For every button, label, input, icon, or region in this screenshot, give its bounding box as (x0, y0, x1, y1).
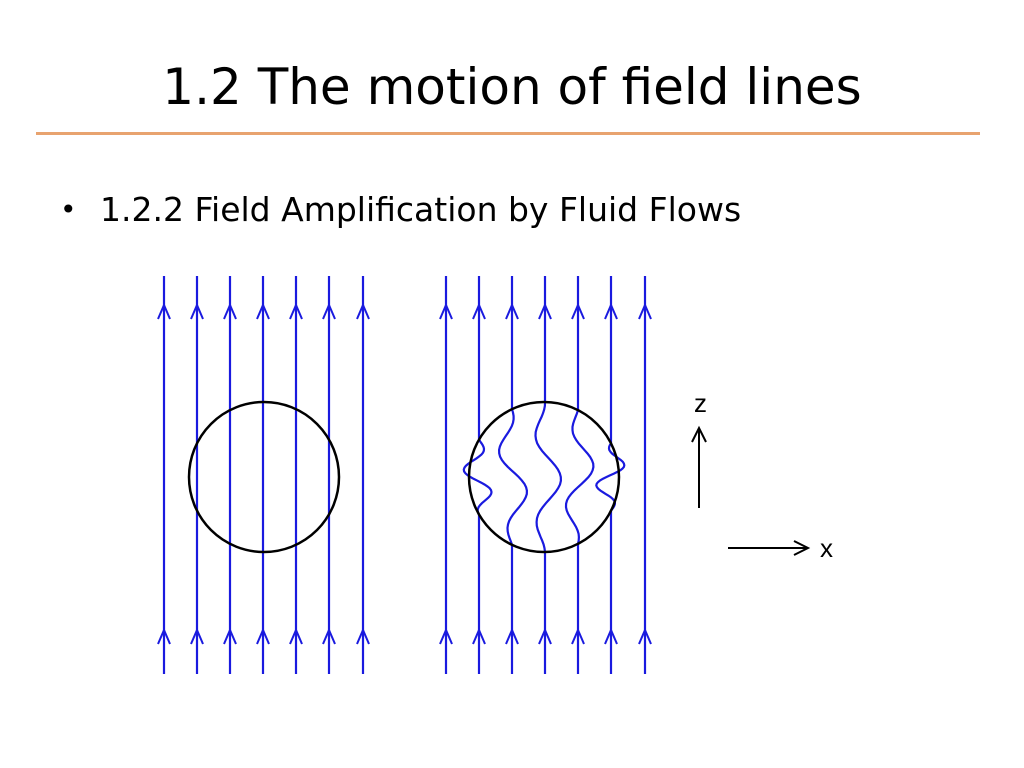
field-arrow-up-icon (356, 627, 370, 645)
z-axis-label: z (694, 388, 707, 418)
z-axis-arrowhead (691, 425, 707, 443)
coordinate-axes: z x (691, 388, 833, 563)
title-underline (36, 132, 980, 135)
field-arrow-up-icon (604, 627, 618, 645)
distorted-field-line (595, 442, 626, 512)
distorted-field-line (534, 401, 563, 553)
field-arrow-up-icon (256, 627, 270, 645)
field-arrow-up-icon (157, 627, 171, 645)
flow-region-circle (467, 400, 621, 554)
distorted-field-line (497, 408, 529, 546)
x-axis-label: x (820, 533, 833, 563)
field-arrow-up-icon (638, 302, 652, 320)
field-arrow-up-icon (322, 302, 336, 320)
bullet-item: • 1.2.2 Field Amplification by Fluid Flo… (60, 193, 741, 226)
field-arrow-up-icon (322, 627, 336, 645)
field-arrow-up-icon (289, 302, 303, 320)
distorted-field-line (564, 409, 595, 545)
field-arrow-up-icon (223, 627, 237, 645)
field-arrow-up-icon (289, 627, 303, 645)
distorted-field-line (462, 438, 493, 515)
slide-title: 1.2 The motion of field lines (162, 58, 862, 116)
field-arrow-up-icon (356, 302, 370, 320)
field-arrow-up-icon (439, 627, 453, 645)
bullet-text: 1.2.2 Field Amplification by Fluid Flows (100, 190, 742, 229)
field-arrow-up-icon (472, 302, 486, 320)
field-arrow-up-icon (538, 627, 552, 645)
field-arrow-up-icon (571, 302, 585, 320)
left-panel-uniform-field (157, 276, 370, 674)
field-arrow-up-icon (256, 302, 270, 320)
x-axis-arrowhead (793, 540, 811, 556)
field-arrow-up-icon (505, 302, 519, 320)
field-arrow-up-icon (472, 627, 486, 645)
field-arrow-up-icon (604, 302, 618, 320)
field-arrow-up-icon (505, 627, 519, 645)
field-arrow-up-icon (538, 302, 552, 320)
right-panel-distorted-field (439, 276, 652, 674)
field-arrow-up-icon (157, 302, 171, 320)
bullet-dot: • (60, 192, 77, 226)
flow-region-circle (187, 400, 341, 554)
field-arrow-up-icon (439, 302, 453, 320)
field-arrow-up-icon (571, 627, 585, 645)
field-arrow-up-icon (223, 302, 237, 320)
field-arrow-up-icon (190, 627, 204, 645)
field-arrow-up-icon (638, 627, 652, 645)
field-arrow-up-icon (190, 302, 204, 320)
